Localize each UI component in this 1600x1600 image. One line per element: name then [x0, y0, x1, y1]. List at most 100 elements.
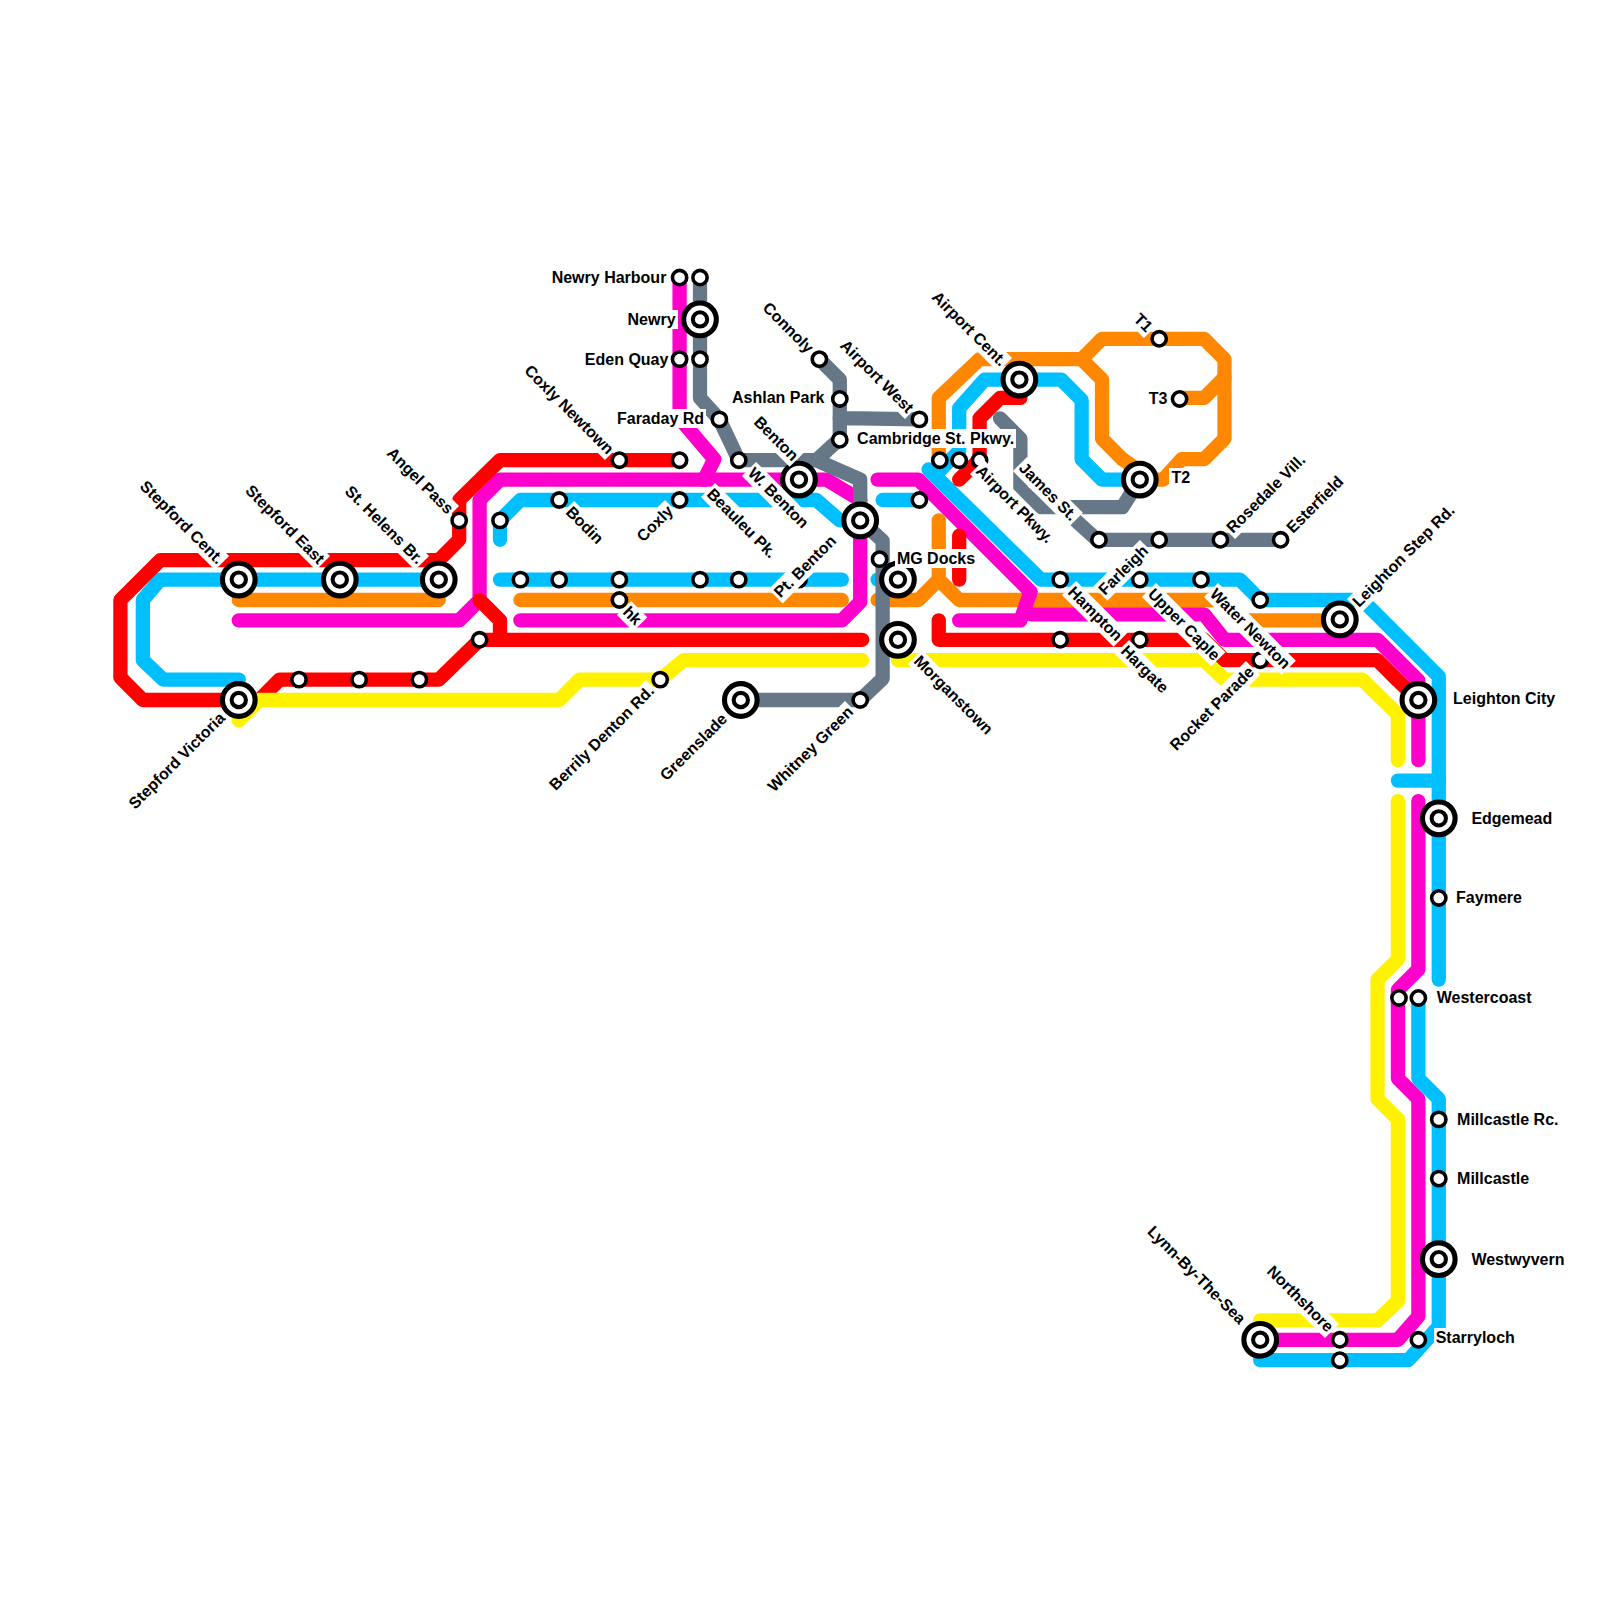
station-label: Stepford Victoria	[124, 707, 231, 814]
route-line	[239, 640, 862, 700]
station-label: Millcastle Rc.	[1455, 1110, 1560, 1129]
station-marker	[1432, 1112, 1446, 1126]
route-line	[143, 580, 239, 680]
station-label: St. Helens Br.	[340, 481, 429, 570]
station-label: Water Newton	[1204, 583, 1295, 674]
station-marker	[1172, 392, 1186, 406]
route-line	[939, 339, 1225, 480]
interchange-ring	[844, 504, 877, 537]
station-marker	[672, 453, 686, 467]
interchange-ring	[1402, 684, 1435, 717]
station-label: Airport Pkwy.	[970, 461, 1058, 549]
interchange-core	[1012, 372, 1026, 386]
interchange-marker	[1123, 463, 1156, 496]
station-marker	[1133, 633, 1147, 647]
station-label: Coxly	[632, 500, 679, 547]
station-marker	[1432, 891, 1446, 905]
station-label: Angel Pass	[381, 443, 458, 520]
station-marker	[672, 352, 686, 366]
station-label: Pt. Benton	[769, 530, 842, 603]
interchange-marker	[882, 563, 915, 596]
interchange-core	[734, 693, 748, 707]
station-marker	[1194, 572, 1208, 586]
interchange-ring	[882, 623, 915, 656]
station-label: Morganstown	[909, 650, 999, 740]
station-label: T2	[1169, 468, 1192, 487]
station-marker	[1092, 533, 1106, 547]
station-label: Millcastle	[1455, 1169, 1531, 1188]
interchange-marker	[1402, 684, 1435, 717]
interchange-core	[1411, 693, 1425, 707]
interchange-core	[232, 572, 246, 586]
station-marker	[693, 270, 707, 284]
station-label: Edgemead	[1469, 809, 1554, 828]
station-label: T1	[1128, 308, 1158, 338]
station-marker	[912, 493, 926, 507]
station-label: MG Docks	[895, 549, 977, 568]
station-marker	[1152, 533, 1166, 547]
interchange-core	[891, 572, 905, 586]
station-label: Airport West	[835, 335, 919, 419]
station-marker	[1213, 533, 1227, 547]
interchange-marker	[222, 684, 255, 717]
station-label: Faraday Rd	[615, 409, 706, 428]
route-line	[1260, 801, 1398, 1320]
station-label: Newry	[626, 310, 678, 329]
station-label: Hargate	[1116, 640, 1175, 699]
interchange-ring	[783, 463, 816, 496]
station-label: Westercoast	[1435, 988, 1534, 1007]
station-label: Rocket Parade	[1165, 662, 1260, 757]
route-line	[1260, 801, 1418, 1340]
interchange-marker	[1244, 1323, 1277, 1356]
station-marker	[352, 672, 366, 686]
station-marker	[833, 392, 847, 406]
station-label: Cambridge St. Pkwy.	[855, 429, 1016, 448]
interchange-marker	[882, 623, 915, 656]
station-marker	[1411, 1333, 1425, 1347]
interchange-ring	[1422, 1243, 1455, 1276]
station-label: Ashlan Park	[730, 388, 826, 407]
station-marker	[853, 693, 867, 707]
interchange-ring	[1323, 603, 1356, 636]
interchange-marker	[1003, 363, 1036, 396]
station-label: Stepford East	[240, 480, 330, 570]
station-marker	[1253, 593, 1267, 607]
route-line	[929, 469, 1439, 979]
interchange-ring	[724, 684, 757, 717]
interchange-core	[232, 693, 246, 707]
interchange-ring	[1003, 363, 1036, 396]
interchanges	[222, 303, 1455, 1356]
station-marker	[653, 672, 667, 686]
interchange-ring	[323, 563, 356, 596]
station-marker	[552, 572, 566, 586]
station-label: Newry Harbour	[550, 268, 669, 287]
station-marker	[693, 352, 707, 366]
station-marker	[612, 593, 626, 607]
station-label: Starryloch	[1434, 1328, 1517, 1347]
route-line	[520, 593, 841, 607]
station-label: hk	[618, 601, 648, 631]
station-marker	[933, 453, 947, 467]
route-line	[239, 572, 439, 586]
interchange-marker	[1422, 802, 1455, 835]
station-marker	[452, 513, 466, 527]
station-marker	[292, 672, 306, 686]
station-marker	[732, 572, 746, 586]
station-marker	[672, 270, 686, 284]
station-label: Bodin	[561, 501, 609, 549]
interchange-ring	[222, 563, 255, 596]
station-label: Stepford Cent.	[135, 476, 229, 570]
station-marker	[472, 633, 486, 647]
interchange-ring	[1123, 463, 1156, 496]
station-marker	[912, 412, 926, 426]
interchange-ring	[882, 563, 915, 596]
interchange-core	[1133, 472, 1147, 486]
station-marker	[1333, 1333, 1347, 1347]
station-marker	[812, 352, 826, 366]
station-marker	[513, 572, 527, 586]
station-marker	[1432, 1171, 1446, 1185]
station-label: Connoly	[757, 297, 819, 359]
station-marker	[712, 412, 726, 426]
station-label: Coxly Newtown	[519, 360, 619, 460]
